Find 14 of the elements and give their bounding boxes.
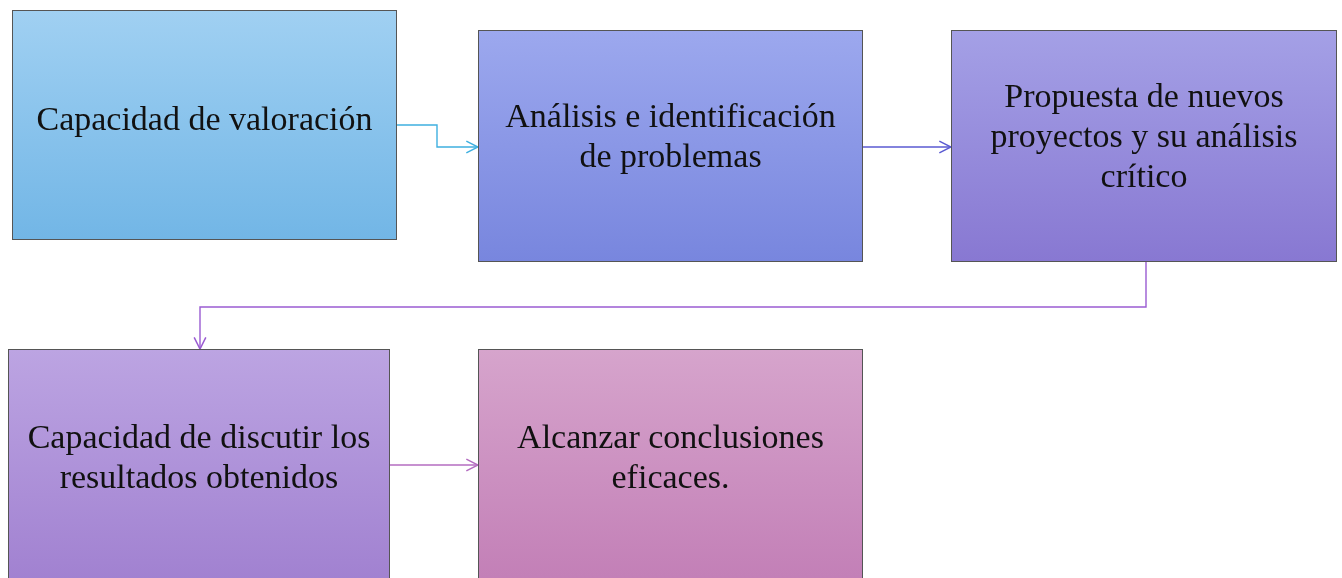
arrow [862,140,952,154]
box-label: Análisis e identificación de problemas [504,95,837,176]
box-label: Capacidad de discutir los resultados obtenidos [26,416,372,497]
process-box [12,10,397,240]
process-box [478,30,863,262]
process-box [478,349,863,578]
box-label: Propuesta de nuevos proyectos y su análisis crítico [989,75,1299,197]
box-label: Capacidad de valoración [35,98,374,139]
arrow [389,458,479,472]
box-label: Alcanzar conclusiones eficaces. [516,416,825,497]
process-box [8,349,390,578]
arrow [193,261,1147,350]
arrow [396,124,479,154]
process-box [951,30,1337,262]
